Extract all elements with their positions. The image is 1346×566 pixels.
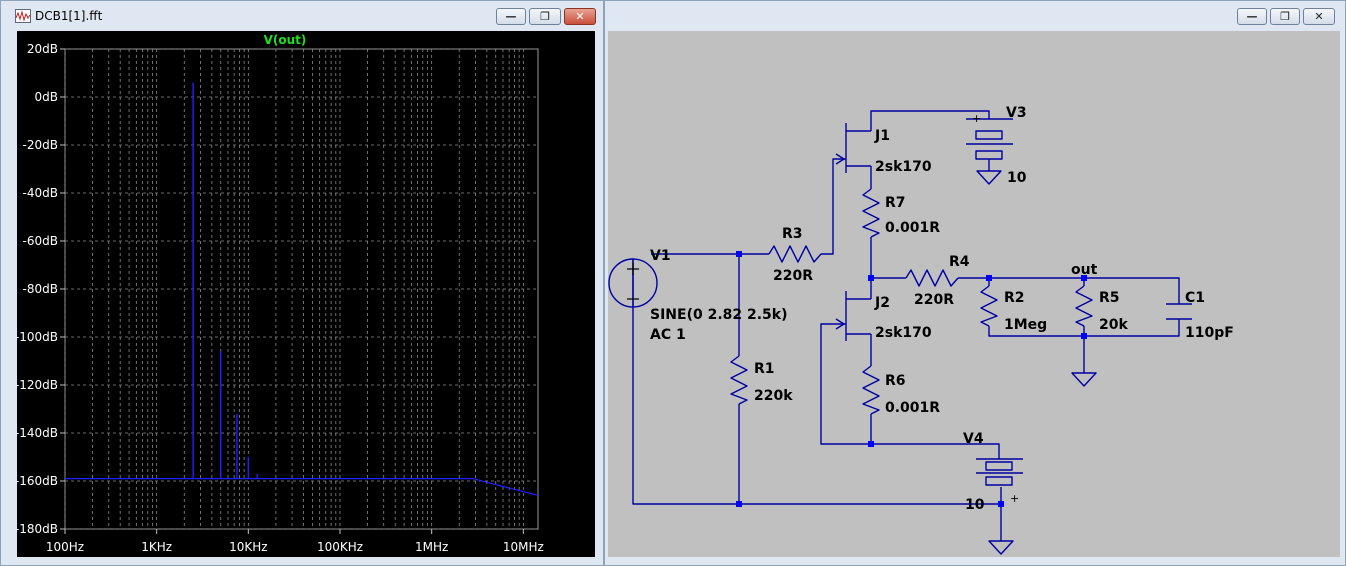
junction-dot <box>998 501 1004 507</box>
fft-window-title: DCB1[1].fft <box>35 9 103 23</box>
r7-label[interactable]: R7 <box>885 195 906 211</box>
y-tick-label: 0dB <box>35 90 58 104</box>
r6-resistor-symbol[interactable] <box>862 365 880 415</box>
junction-dot <box>736 501 742 507</box>
junction-dot <box>986 275 992 281</box>
fft-noise-floor <box>65 478 539 496</box>
c1-capacitor-symbol[interactable] <box>1166 303 1192 320</box>
v1-value[interactable]: SINE(0 2.82 2.5k) <box>650 307 788 323</box>
wire[interactable] <box>821 158 846 255</box>
x-tick-label: 100KHz <box>317 540 363 554</box>
close-icon: ✕ <box>575 10 585 23</box>
y-tick-label: -80dB <box>23 282 58 296</box>
r2-resistor-symbol[interactable] <box>980 285 998 327</box>
y-tick-label: -60dB <box>23 234 58 248</box>
j1-label[interactable]: J1 <box>874 128 890 144</box>
restore-icon: ❐ <box>1280 10 1290 23</box>
junction-dot <box>1081 333 1087 339</box>
junction-dot <box>1081 275 1087 281</box>
junction-dot <box>736 251 742 257</box>
r2-label[interactable]: R2 <box>1004 290 1025 306</box>
v4-value[interactable]: 10 <box>965 497 985 513</box>
c1-label[interactable]: C1 <box>1185 290 1205 306</box>
r5-resistor-symbol[interactable] <box>1075 285 1093 327</box>
j2-jfet-symbol[interactable] <box>835 291 871 341</box>
junction-dot <box>868 275 874 281</box>
x-tick-label: 10MHz <box>503 540 544 554</box>
close-icon: ✕ <box>1314 10 1324 23</box>
v1-label[interactable]: V1 <box>650 248 671 264</box>
r4-label[interactable]: R4 <box>949 254 970 270</box>
v3-plus-sign: + <box>972 112 981 125</box>
minimize-button[interactable]: — <box>496 8 526 25</box>
r7-value[interactable]: 0.001R <box>885 220 940 236</box>
x-tick-label: 1KHz <box>141 540 172 554</box>
maximize-button[interactable]: ❐ <box>529 8 561 25</box>
wire[interactable] <box>958 277 1180 304</box>
v4-battery-symbol[interactable] <box>976 458 1023 486</box>
schematic-canvas[interactable]: V1 SINE(0 2.82 2.5k) AC 1 V3 10 V4 10 J1… <box>608 31 1340 557</box>
r3-label[interactable]: R3 <box>782 226 803 242</box>
y-tick-label: -20dB <box>23 138 58 152</box>
r1-label[interactable]: R1 <box>754 361 775 377</box>
net-label-out[interactable]: out <box>1071 262 1098 278</box>
x-tick-label: 100Hz <box>46 540 84 554</box>
r4-resistor-symbol[interactable] <box>905 269 959 287</box>
schematic-drawing[interactable]: V1 SINE(0 2.82 2.5k) AC 1 V3 10 V4 10 J1… <box>608 31 1340 557</box>
j1-value[interactable]: 2sk170 <box>875 159 932 175</box>
j2-label[interactable]: J2 <box>874 295 890 311</box>
r5-label[interactable]: R5 <box>1099 290 1120 306</box>
r6-value[interactable]: 0.001R <box>885 400 940 416</box>
fft-window[interactable]: DCB1[1].fft — ❐ ✕ 20dB 0dB -20dB -40dB -60dB… <box>0 0 604 566</box>
y-tick-label: -140dB <box>17 426 58 440</box>
v3-label[interactable]: V3 <box>1006 105 1027 121</box>
v3-battery-symbol[interactable] <box>966 118 1013 160</box>
r3-resistor-symbol[interactable] <box>768 245 822 263</box>
j1-jfet-symbol[interactable] <box>835 123 871 173</box>
v1-ac-value[interactable]: AC 1 <box>650 327 686 343</box>
fft-chart[interactable]: 20dB 0dB -20dB -40dB -60dB -80dB -100dB -120dB -… <box>15 31 595 557</box>
waveform-app-icon <box>15 9 31 23</box>
wire[interactable] <box>820 323 1000 459</box>
r7-resistor-symbol[interactable] <box>862 188 880 238</box>
schematic-maximize-button[interactable]: ❐ <box>1270 8 1300 25</box>
y-tick-label: -40dB <box>23 186 58 200</box>
schematic-minimize-button[interactable]: — <box>1237 8 1267 25</box>
y-tick-label: -180dB <box>17 522 58 536</box>
wire[interactable] <box>870 110 990 131</box>
r1-value[interactable]: 220k <box>754 388 793 404</box>
schematic-titlebar[interactable]: — ❐ ✕ <box>605 1 1345 29</box>
trace-label[interactable]: V(out) <box>264 33 307 47</box>
x-tick-label: 1MHz <box>415 540 448 554</box>
ground-icon <box>1071 372 1097 387</box>
fft-titlebar[interactable]: DCB1[1].fft — ❐ ✕ <box>1 1 603 29</box>
x-tick-label: 10KHz <box>229 540 267 554</box>
schematic-window[interactable]: — ❐ ✕ <box>604 0 1346 566</box>
r2-value[interactable]: 1Meg <box>1004 317 1047 333</box>
r3-value[interactable]: 220R <box>773 268 813 284</box>
minimize-icon: — <box>1246 10 1258 23</box>
ground-icon <box>988 540 1014 555</box>
junction-dot <box>868 441 874 447</box>
wire[interactable] <box>632 259 1001 505</box>
r6-label[interactable]: R6 <box>885 373 906 389</box>
close-button[interactable]: ✕ <box>564 8 596 25</box>
restore-icon: ❐ <box>540 10 550 23</box>
y-tick-label: 20dB <box>27 42 58 56</box>
r4-value[interactable]: 220R <box>914 292 954 308</box>
v4-plus-sign: + <box>1010 492 1019 505</box>
schematic-close-button[interactable]: ✕ <box>1303 8 1335 25</box>
y-tick-label: -100dB <box>17 330 58 344</box>
v3-value[interactable]: 10 <box>1007 170 1027 186</box>
fft-plot-area[interactable]: 20dB 0dB -20dB -40dB -60dB -80dB -100dB -120dB -… <box>15 31 595 557</box>
y-tick-label: -120dB <box>17 378 58 392</box>
y-tick-label: -160dB <box>17 474 58 488</box>
r1-resistor-symbol[interactable] <box>730 355 748 405</box>
j2-value[interactable]: 2sk170 <box>875 325 932 341</box>
c1-value[interactable]: 110pF <box>1185 325 1234 341</box>
v4-label[interactable]: V4 <box>963 431 984 447</box>
ground-icon <box>976 170 1002 185</box>
r5-value[interactable]: 20k <box>1099 317 1128 333</box>
minimize-icon: — <box>505 10 517 23</box>
